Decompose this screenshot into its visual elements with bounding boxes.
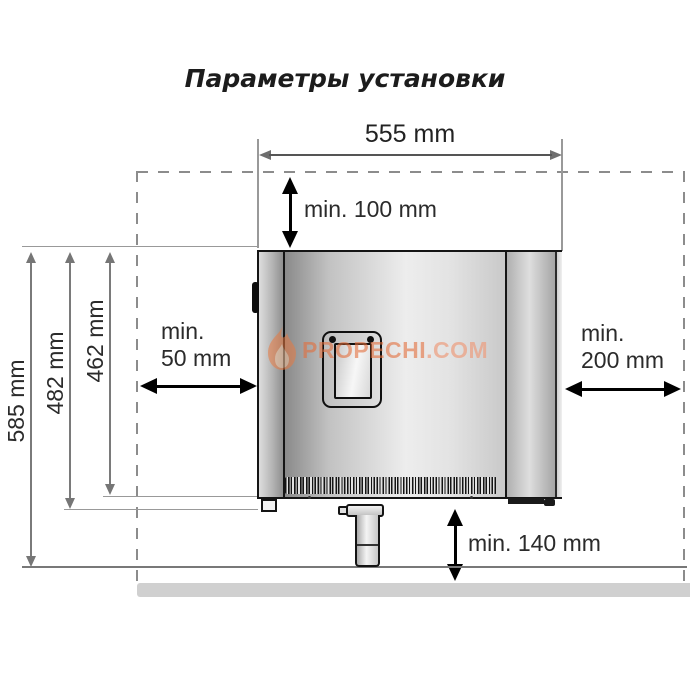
rivet-icon bbox=[308, 496, 311, 499]
width-dimension-arrow bbox=[259, 148, 562, 162]
flame-icon bbox=[264, 326, 300, 370]
watermark-brand: PROPECHI bbox=[302, 337, 427, 363]
width-extension-line-right bbox=[561, 139, 563, 251]
dimension-line bbox=[30, 262, 32, 560]
arrow-shaft bbox=[152, 384, 244, 388]
body-extension-line bbox=[103, 496, 258, 498]
window-glass bbox=[334, 343, 372, 399]
arrowhead-up-icon bbox=[105, 252, 115, 263]
feet-extension-line bbox=[64, 509, 258, 511]
heater-unit bbox=[257, 250, 562, 499]
arrow-shaft bbox=[577, 387, 668, 391]
screw-icon bbox=[367, 336, 374, 343]
page-title: Параметры установки bbox=[184, 64, 506, 93]
body-height-label: 462 mm bbox=[82, 299, 108, 383]
right-foot bbox=[544, 499, 555, 506]
underside-bar bbox=[508, 498, 544, 504]
watermark: PROPECHI.COM bbox=[302, 337, 488, 364]
arrowhead-left-icon bbox=[259, 150, 271, 160]
arrowhead-left-icon bbox=[140, 378, 157, 394]
device-main-panel bbox=[285, 252, 505, 497]
left-foot bbox=[261, 499, 277, 512]
side-bracket bbox=[252, 282, 259, 313]
left-clearance-line1: min. bbox=[161, 318, 205, 344]
dimension-line bbox=[109, 262, 111, 486]
dimension-line bbox=[269, 154, 552, 156]
arrow-shaft bbox=[288, 190, 292, 235]
left-clearance-line2: 50 mm bbox=[161, 345, 232, 371]
floor-line bbox=[22, 566, 687, 568]
left-clearance-label: min. 50 mm bbox=[161, 318, 231, 372]
arrowhead-up-icon bbox=[447, 509, 463, 526]
bottom-clearance-label: min. 140 mm bbox=[468, 530, 601, 556]
drain-pipe bbox=[355, 515, 380, 567]
arrowhead-left-icon bbox=[565, 381, 582, 397]
arrowhead-right-icon bbox=[550, 150, 562, 160]
arrowhead-down-icon bbox=[105, 484, 115, 495]
right-clearance-line1: min. bbox=[581, 320, 625, 346]
right-clearance-line2: 200 mm bbox=[581, 347, 665, 373]
top-extension-line bbox=[22, 246, 257, 248]
pipe-ring bbox=[357, 544, 378, 546]
arrowhead-up-icon bbox=[282, 177, 298, 194]
screw-icon bbox=[329, 336, 336, 343]
arrowhead-down-icon bbox=[282, 231, 298, 248]
total-height-label: 585 mm bbox=[3, 359, 29, 443]
dimension-line bbox=[69, 262, 71, 500]
clearance-box-right-dashed-line bbox=[683, 171, 685, 583]
arrowhead-down-icon bbox=[26, 556, 36, 567]
arrowhead-right-icon bbox=[240, 378, 257, 394]
width-extension-line-left bbox=[257, 139, 259, 248]
window-plate bbox=[322, 331, 382, 408]
arrowhead-down-icon bbox=[65, 498, 75, 509]
clearance-box-left-dashed-line bbox=[136, 171, 138, 585]
arrow-shaft bbox=[453, 522, 457, 568]
arrowhead-down-icon bbox=[447, 564, 463, 581]
rivet-icon bbox=[470, 496, 473, 499]
device-right-panel bbox=[505, 252, 557, 497]
watermark-suffix: .COM bbox=[426, 337, 489, 363]
clearance-box-top-dashed-line bbox=[137, 171, 684, 173]
device-edge-strip bbox=[555, 252, 562, 497]
device-left-panel bbox=[259, 252, 285, 497]
top-clearance-label: min. 100 mm bbox=[304, 196, 437, 222]
width-dimension-label: 555 mm bbox=[364, 120, 456, 148]
arrowhead-up-icon bbox=[26, 252, 36, 263]
floor-band bbox=[137, 583, 690, 597]
arrowhead-right-icon bbox=[664, 381, 681, 397]
arrowhead-up-icon bbox=[65, 252, 75, 263]
right-clearance-label: min. 200 mm bbox=[581, 320, 664, 374]
feet-height-label: 482 mm bbox=[42, 331, 68, 415]
ventilation-grille bbox=[285, 477, 497, 494]
